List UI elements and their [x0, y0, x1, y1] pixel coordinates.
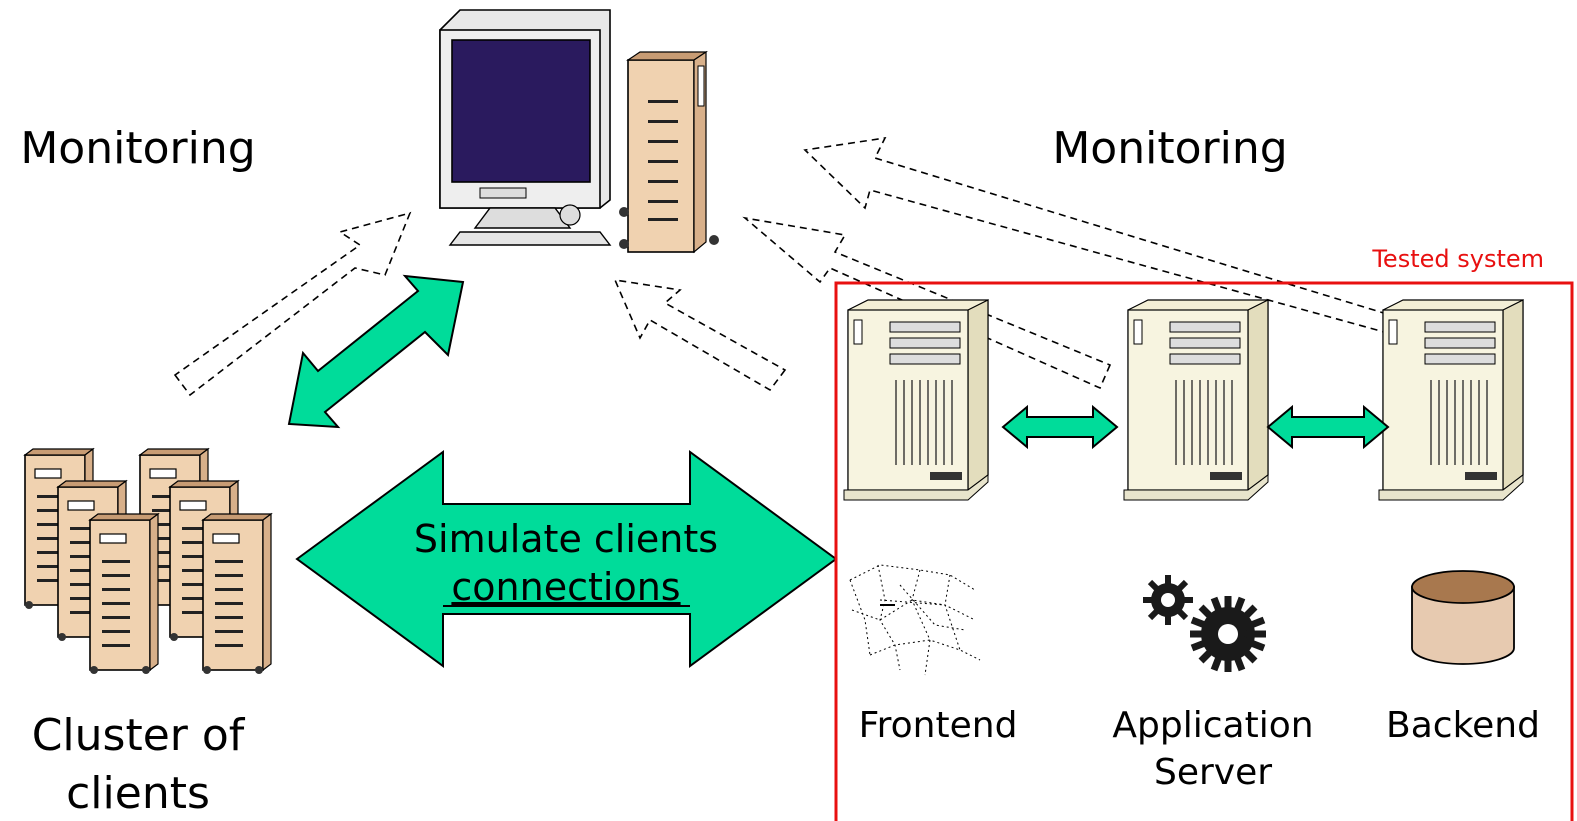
tested-system-box [834, 281, 1574, 821]
double-arrow-monitor-cluster [287, 274, 465, 429]
monitoring-arrow-direct [613, 278, 787, 392]
cluster-label-line2: clients [66, 768, 210, 819]
gears-icon [1143, 575, 1266, 672]
network-web-icon [849, 564, 981, 676]
cluster-label-line1: Cluster of [32, 710, 246, 761]
simulate-label-line2: connections [451, 565, 680, 609]
frontend-label: Frontend [859, 705, 1018, 746]
tested-system-label: Tested system [1371, 245, 1544, 273]
backend-label: Backend [1386, 705, 1540, 746]
arrow-appserver-backend [1266, 404, 1390, 450]
app-server-label-line1: Application [1112, 705, 1313, 746]
monitoring-label-right: Monitoring [1052, 123, 1287, 174]
client-tower-icon [24, 448, 272, 675]
monitoring-label-left: Monitoring [20, 123, 255, 174]
arrow-frontend-appserver [1001, 404, 1119, 450]
monitoring-computer-icon [439, 9, 719, 254]
app-server-label-line2: Server [1154, 752, 1272, 793]
simulate-label-line1: Simulate clients [414, 517, 718, 561]
database-icon [1411, 570, 1515, 665]
monitoring-arrow-backend [803, 136, 1401, 336]
server-tower-icon [843, 299, 1524, 501]
monitoring-arrow-cluster [173, 211, 412, 397]
